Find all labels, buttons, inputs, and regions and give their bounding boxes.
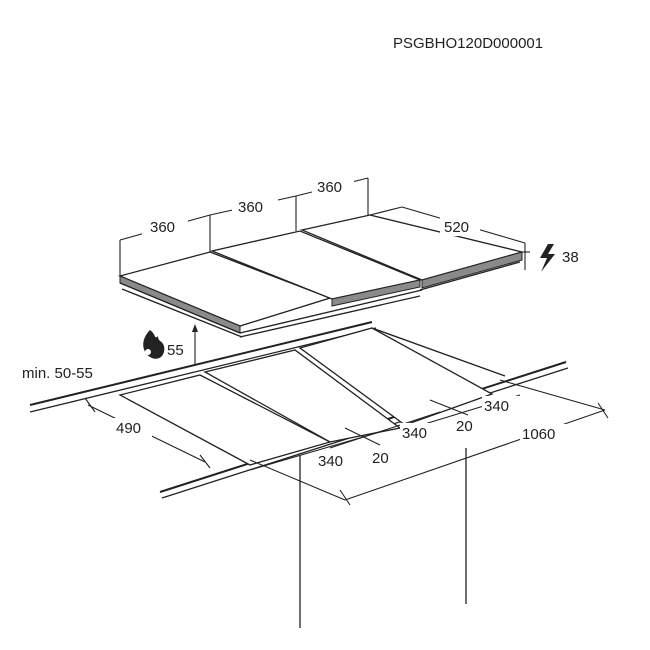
depth-dimension: 520 [369, 206, 530, 270]
dim-total-width: 1060 [522, 426, 555, 443]
dim-clearance: 55 [167, 342, 184, 359]
dim-width-3: 360 [317, 179, 342, 196]
support-lines [299, 448, 467, 628]
dim-cutout-depth: 490 [116, 420, 141, 437]
dim-cutout-width-1: 340 [318, 453, 343, 470]
cutout-dimensions: 340 20 340 20 340 [249, 394, 521, 471]
dim-gap-2: 20 [456, 418, 473, 435]
width-dimensions: 360 360 360 [119, 176, 369, 276]
dim-min-gap: min. 50-55 [22, 365, 93, 382]
document-code: PSGBHO120D000001 [393, 35, 543, 52]
clearance-callout: 55 [143, 324, 198, 365]
min-gap-callout: min. 50-55 [22, 365, 93, 382]
worktop [29, 321, 569, 499]
dim-cutout-width-2: 340 [402, 425, 427, 442]
dim-thickness: 38 [562, 249, 579, 266]
total-width-dimension: 1060 [249, 379, 609, 506]
electric-warning-icon [540, 244, 555, 272]
cutout-depth-dimension: 490 [84, 397, 211, 469]
dim-cutout-width-3: 340 [484, 398, 509, 415]
dim-depth-top: 520 [444, 219, 469, 236]
dim-width-1: 360 [150, 219, 175, 236]
thickness-dimension: 38 [540, 244, 579, 272]
dim-width-2: 360 [238, 199, 263, 216]
dim-gap-1: 20 [372, 450, 389, 467]
hob-modules [117, 214, 525, 338]
